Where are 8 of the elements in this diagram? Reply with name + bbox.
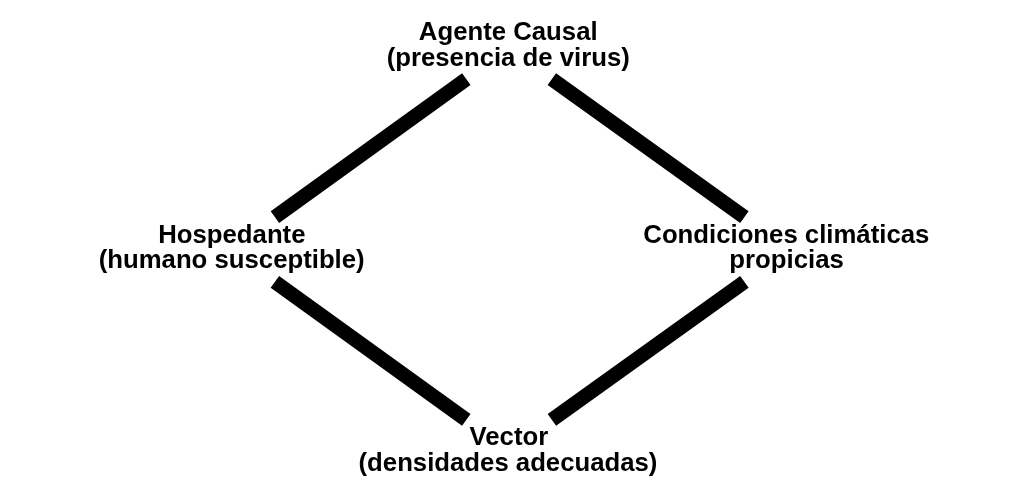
node-text: Vector (densidades adecuadas): [358, 422, 658, 477]
connector: [547, 73, 749, 223]
node-text: Condiciones climáticas propicias: [643, 219, 930, 274]
connector: [547, 275, 749, 426]
connector: [270, 275, 471, 426]
connector: [270, 73, 471, 223]
node-text: Hospedante (humano susceptible): [98, 219, 365, 274]
node-text: Agente Causal (presencia de virus): [386, 17, 630, 71]
